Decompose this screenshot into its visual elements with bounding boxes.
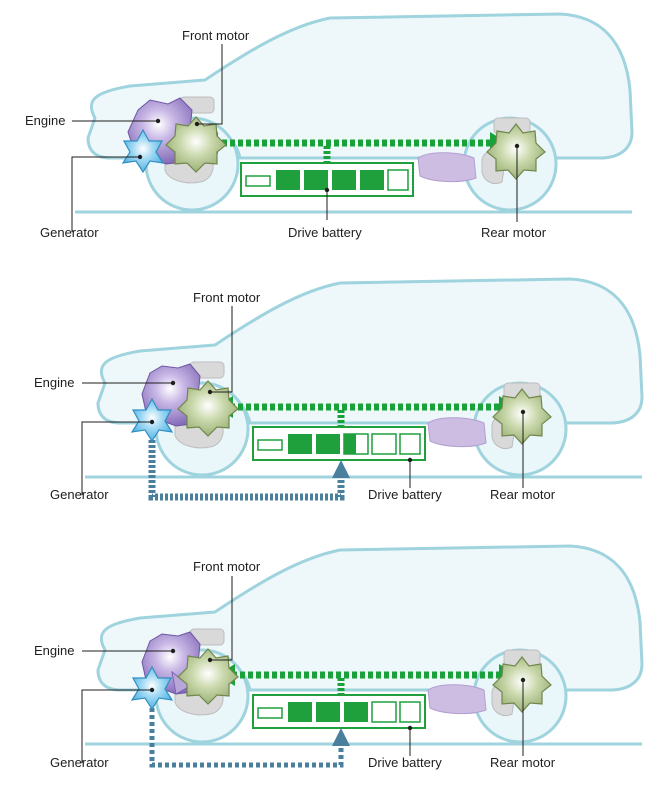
- drive-battery-label: Drive battery: [288, 225, 362, 240]
- rear-motor-label: Rear motor: [490, 755, 556, 770]
- drive-battery-label: Drive battery: [368, 755, 442, 770]
- charge-arrowhead: [332, 728, 350, 746]
- charge-arrowhead: [332, 460, 350, 478]
- rear-motor-label: Rear motor: [481, 225, 547, 240]
- generator-label: Generator: [40, 225, 99, 240]
- engine-label: Engine: [34, 375, 74, 390]
- generator-label: Generator: [50, 755, 109, 770]
- rear-motor-label: Rear motor: [490, 487, 556, 502]
- panel-1-components: Front motor Engine Generator Drive batte…: [25, 28, 547, 240]
- front-motor-label: Front motor: [182, 28, 250, 43]
- front-motor-icon: [177, 380, 239, 437]
- front-motor-label: Front motor: [193, 559, 261, 574]
- rear-motor-icon: [492, 388, 552, 445]
- generator-icon: [121, 128, 165, 174]
- drive-battery-label: Drive battery: [368, 487, 442, 502]
- flow-arrow-generator-battery: [148, 440, 345, 501]
- rear-motor-icon: [486, 123, 546, 180]
- engine-label: Engine: [25, 113, 65, 128]
- flow-arrow-generator-battery: [149, 708, 344, 768]
- panel-2-components: Front motor Engine Generator Drive batte…: [34, 290, 556, 502]
- panel-3-components: Front motor Engine Generator Drive batte…: [34, 559, 556, 770]
- front-motor-label: Front motor: [193, 290, 261, 305]
- generator-label: Generator: [50, 487, 109, 502]
- battery-icon: [252, 426, 426, 461]
- front-motor-icon: [165, 116, 227, 173]
- engine-label: Engine: [34, 643, 74, 658]
- battery-icon: [252, 694, 426, 729]
- front-motor-icon: [177, 648, 239, 705]
- rear-motor-icon: [492, 656, 552, 713]
